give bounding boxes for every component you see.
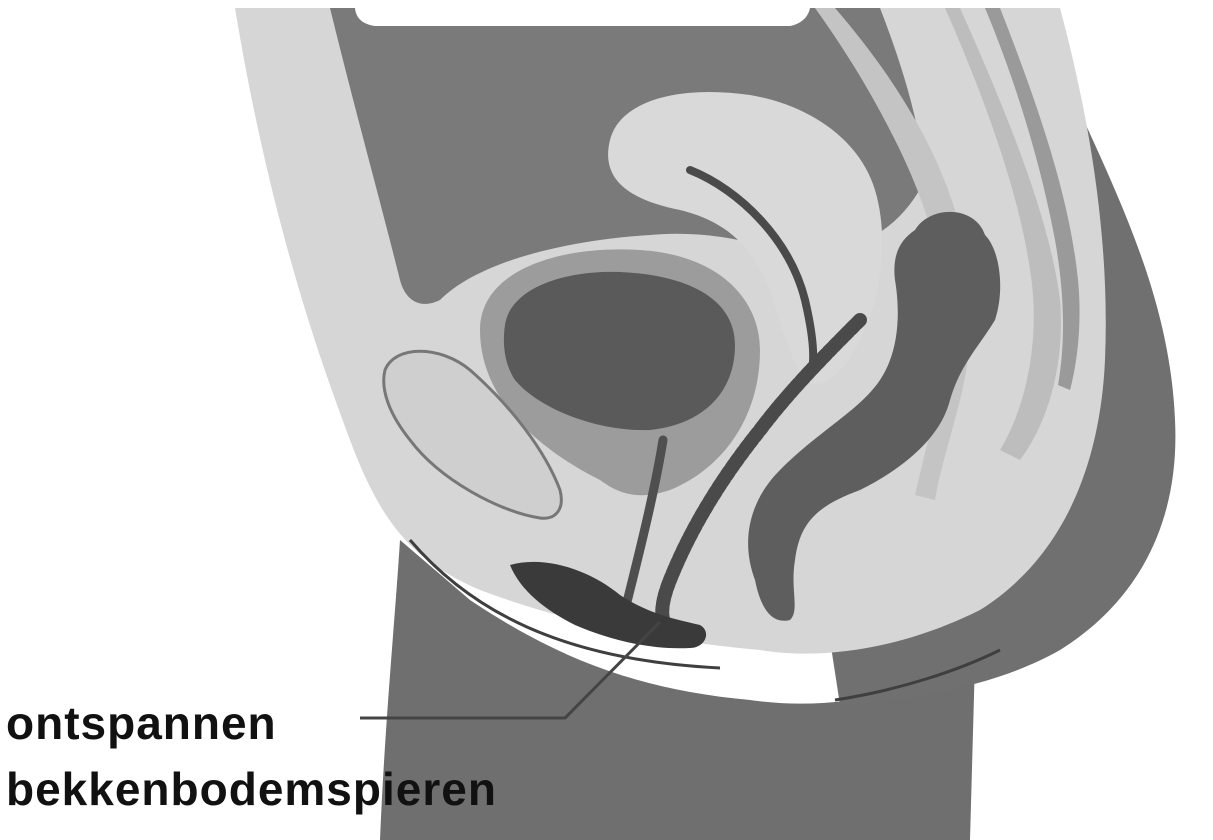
label-line-1: ontspannen [6,700,277,746]
label-line-2: bekkenbodemspieren [6,766,497,812]
upper-gap [355,8,810,26]
